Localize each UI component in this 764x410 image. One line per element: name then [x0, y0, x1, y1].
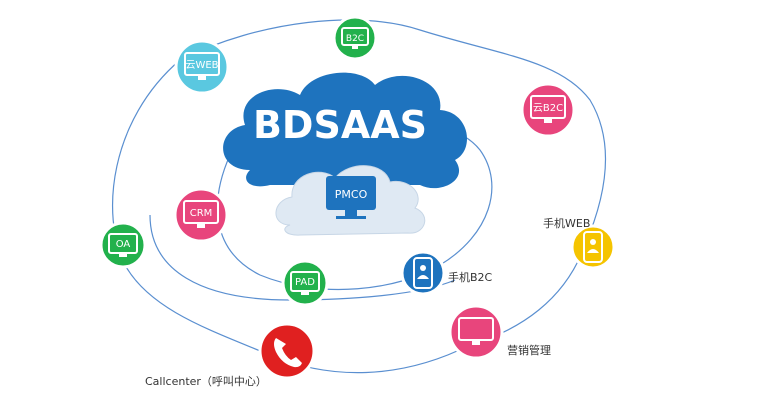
node-crm[interactable]: CRM [173, 187, 229, 243]
node-marketing[interactable]: 营销管理 [448, 304, 551, 360]
cloud-b2c-monitor-icon [530, 95, 566, 123]
node-cloud-b2c[interactable]: 云B2C [520, 82, 576, 138]
node-callcenter-label: Callcenter（呼叫中心） [145, 375, 267, 388]
node-cloud-web[interactable]: 云WEB [174, 39, 230, 95]
bdsaas-cloud: BDSAAS [223, 72, 467, 189]
cloud-web-monitor-icon [184, 52, 220, 80]
node-mobile-b2c-label: 手机B2C [448, 270, 493, 284]
node-marketing-label: 营销管理 [507, 343, 551, 357]
node-crm-label: CRM [190, 208, 213, 219]
phone-handset-icon [274, 338, 302, 368]
node-pad-label: PAD [295, 277, 315, 288]
node-b2c[interactable]: B2C [332, 15, 378, 61]
node-cloud-web-label: 云WEB [185, 60, 218, 71]
node-callcenter[interactable]: Callcenter（呼叫中心） [145, 322, 316, 388]
node-mobile-web-label: 手机WEB [543, 216, 590, 230]
cloud-shape [223, 72, 467, 189]
mobile-b2c-phone-icon [413, 257, 433, 289]
node-mobile-b2c[interactable]: 手机B2C [400, 250, 493, 296]
oa-monitor-icon [108, 233, 138, 257]
center-sub: PMCO [335, 188, 368, 201]
node-oa[interactable]: OA [99, 221, 147, 269]
node-oa-label: OA [116, 239, 131, 250]
center-title: BDSAAS [253, 103, 427, 147]
marketing-monitor-icon [458, 317, 494, 345]
pad-monitor-icon [290, 271, 320, 295]
node-mobile-web[interactable]: 手机WEB [543, 216, 616, 270]
node-pad[interactable]: PAD [281, 259, 329, 307]
mobile-web-phone-icon [583, 231, 603, 263]
pmco-cloud: PMCO [275, 165, 426, 236]
b2c-monitor-icon [341, 27, 369, 49]
node-b2c-label: B2C [346, 34, 364, 44]
crm-monitor-icon [183, 200, 219, 228]
pmco-monitor-icon [326, 176, 376, 219]
node-cloud-b2c-label: 云B2C [533, 103, 563, 114]
